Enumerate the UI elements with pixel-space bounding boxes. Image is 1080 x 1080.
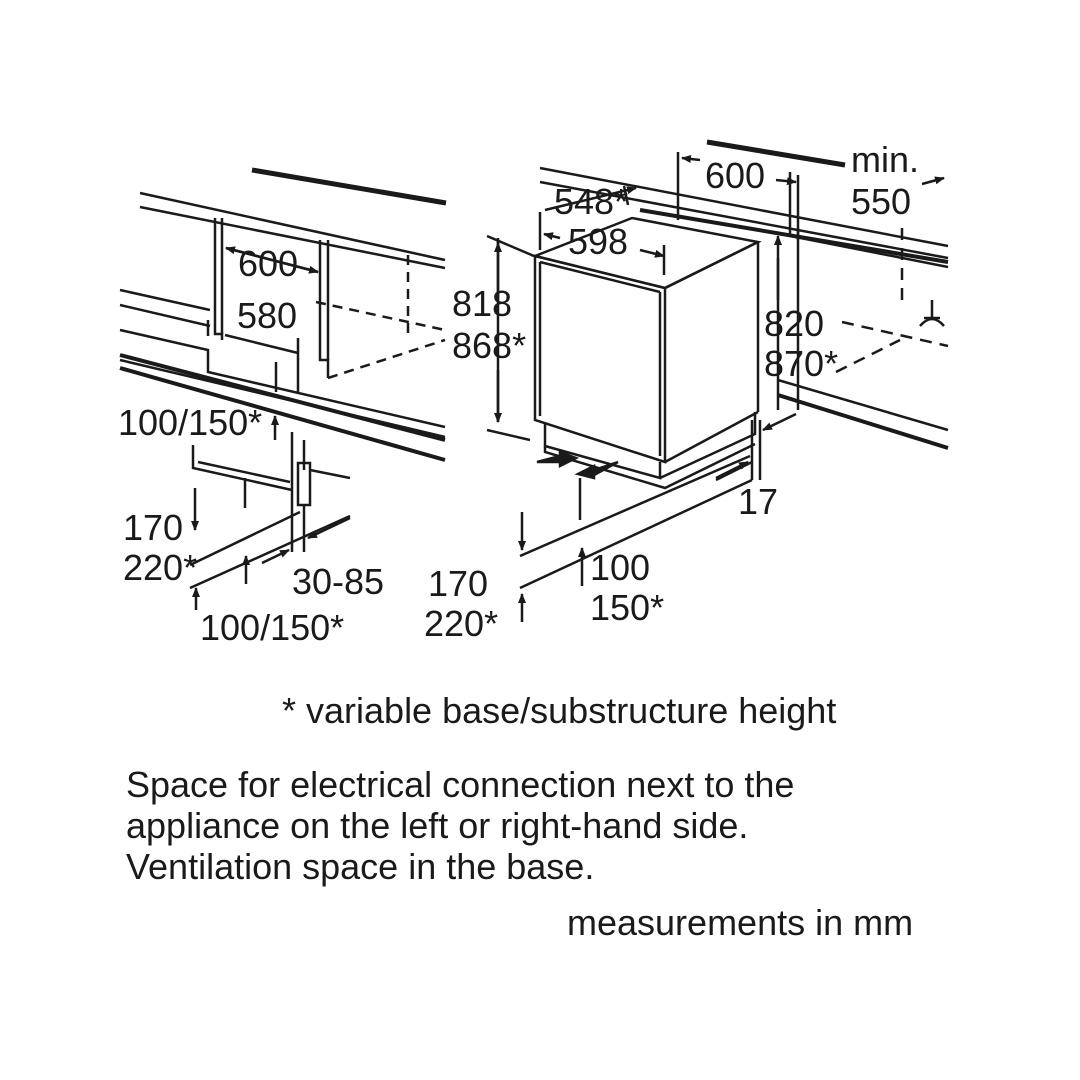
dim-unit-height-2: 868*: [452, 325, 526, 366]
left-view-labels: 600 580 100/150* 170 220* 30-85 100/150*: [118, 243, 384, 648]
dim-left-width-inner: 580: [237, 295, 297, 336]
dim-top-depth: 548*: [554, 181, 628, 222]
right-view-labels: 600 min. 550 548* 598 818 868* 820 870* …: [424, 139, 919, 644]
dim-left-base-height-1: 170: [123, 507, 183, 548]
note-line: Space for electrical connection next to …: [126, 764, 795, 805]
dim-niche-height-1: 820: [764, 303, 824, 344]
right-appliance-view: [486, 139, 949, 622]
dim-left-bottom-height: 100/150*: [200, 607, 344, 648]
dim-min-value: 550: [851, 181, 911, 222]
installation-notes: Space for electrical connection next to …: [126, 764, 794, 887]
dim-left-width-top: 600: [238, 243, 298, 284]
dim-min-label: min.: [851, 139, 919, 180]
dim-vent-height-2: 150*: [590, 587, 664, 628]
footnote-text: * variable base/substructure height: [282, 690, 837, 731]
dim-vent-height-1: 100: [590, 547, 650, 588]
dim-left-plinth-depth: 30-85: [292, 561, 384, 602]
note-line: appliance on the left or right-hand side…: [126, 805, 749, 846]
dim-base-height-1: 170: [428, 563, 488, 604]
dim-unit-width: 598: [568, 221, 628, 262]
dim-base-height-2: 220*: [424, 603, 498, 644]
note-line: Ventilation space in the base.: [126, 846, 595, 887]
left-niche-view: [119, 167, 447, 610]
dim-left-toe-height: 100/150*: [118, 402, 262, 443]
dim-niche-height-2: 870*: [764, 343, 838, 384]
units-note: measurements in mm: [567, 902, 914, 943]
dim-front-gap: 17: [738, 481, 778, 522]
dim-niche-width: 600: [705, 155, 765, 196]
dim-unit-height-1: 818: [452, 283, 512, 324]
dim-left-base-height-2: 220*: [123, 547, 197, 588]
